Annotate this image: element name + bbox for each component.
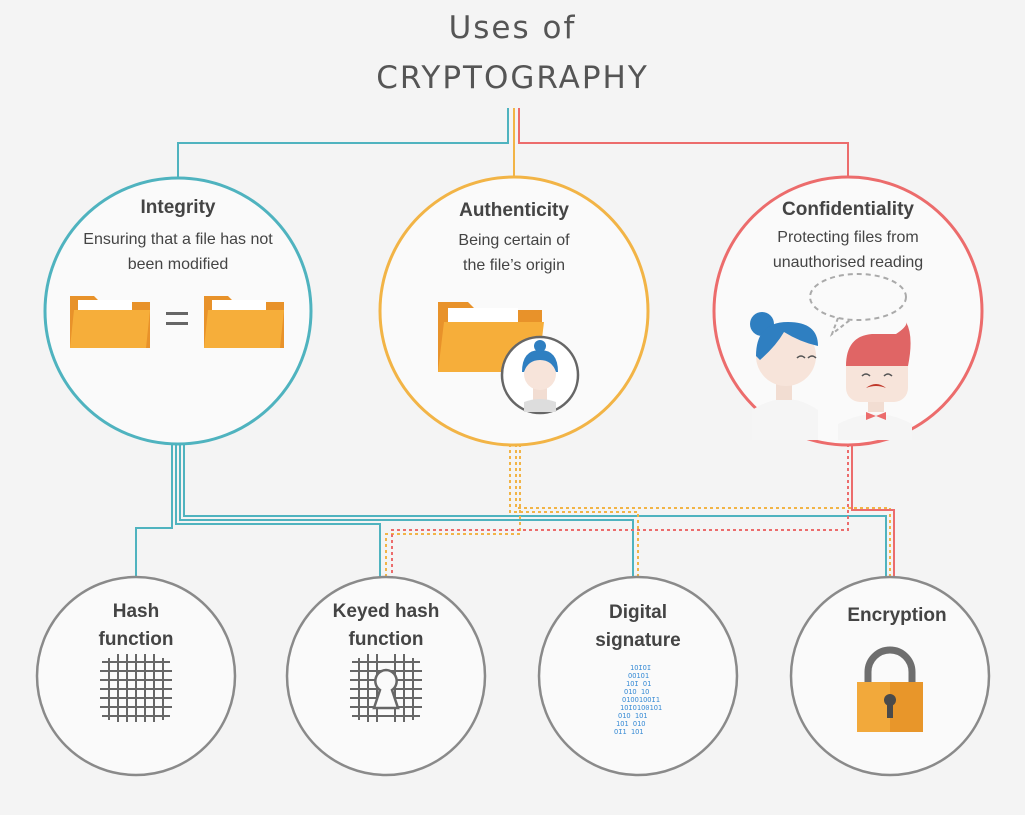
integrity-description-line: Ensuring that a file has not [83, 231, 273, 248]
two-people-talking-icon [750, 273, 912, 440]
hash-label-line: function [98, 629, 174, 650]
integrity-text: Integrity Ensuring that a file has not b… [58, 197, 298, 277]
connector-title-integrity [177, 108, 509, 178]
connector-authenticity-encryption [515, 444, 891, 578]
equal-folders-icon [70, 296, 284, 348]
connector-integrity-hash [135, 444, 173, 578]
svg-text:1OIO1O01O1: 1OIO1O01O1 [620, 704, 662, 712]
digital-signature-circle [537, 575, 739, 777]
folder-icon [204, 296, 284, 348]
svg-text:1OI O1: 1OI O1 [626, 680, 651, 688]
keyed-hash-label-line: function [348, 629, 424, 650]
hash-label-line: Hash [112, 601, 160, 622]
keyed-hash-label-line: Keyed hash [332, 601, 440, 622]
bottom-connectors [135, 444, 895, 578]
authenticity-description-line: Being certain of [458, 232, 570, 249]
confidentiality-description: Protecting files from unauthorised readi… [728, 225, 968, 275]
folder-icon [70, 296, 150, 348]
connector-integrity-encryption [183, 444, 887, 578]
integrity-description: Ensuring that a file has not been modifi… [58, 227, 298, 277]
connector-authenticity-signature [509, 444, 639, 578]
authenticity-description-line: the file’s origin [463, 257, 565, 274]
digital-signature-label-line: Digital [608, 602, 668, 623]
woman-icon [750, 312, 818, 440]
connector-integrity-signature [179, 444, 634, 578]
title-line-1: Uses of [448, 10, 577, 46]
padlock-icon [857, 646, 923, 732]
authenticity-description: Being certain of the file’s origin [394, 228, 634, 278]
svg-text:O1OO1OOI1: O1OO1OOI1 [622, 696, 660, 704]
digital-signature-label: Digital signature [568, 599, 708, 655]
confidentiality-heading: Confidentiality [782, 199, 914, 220]
svg-text:O1O 1O: O1O 1O [624, 688, 649, 696]
folder-with-owner-icon [438, 302, 580, 415]
svg-text:1O1 O1O: 1O1 O1O [616, 720, 646, 728]
encryption-label-line: Encryption [847, 605, 947, 626]
man-icon [838, 322, 912, 440]
connector-confidentiality-keyed [391, 444, 849, 578]
confidentiality-description-line: unauthorised reading [772, 254, 924, 271]
integrity-circle [43, 176, 313, 446]
grid-icon [100, 654, 172, 722]
authenticity-text: Authenticity Being certain of the file’s… [394, 200, 634, 278]
svg-text:OI1 1O1: OI1 1O1 [614, 728, 644, 736]
grid-keyhole-icon [350, 654, 422, 722]
svg-text:1OIOI: 1OIOI [630, 664, 651, 672]
owner-avatar-icon [500, 335, 580, 415]
binary-letter-a-icon: 1OIOI OO1O1 1OI O1 O1O 1O O1OO1OOI1 1OIO… [614, 664, 662, 736]
keyed-hash-label: Keyed hash function [316, 598, 456, 654]
title-line-2: CRYPTOGRAPHY [376, 60, 649, 96]
hash-label: Hash function [76, 598, 196, 654]
authenticity-heading: Authenticity [459, 200, 569, 221]
equals-sign-icon [166, 312, 188, 325]
connector-confidentiality-encryption [851, 444, 895, 578]
encryption-label: Encryption [820, 602, 974, 630]
title-connectors [177, 108, 849, 178]
thought-bubble-icon [809, 273, 907, 321]
integrity-heading: Integrity [140, 197, 216, 218]
connector-integrity-keyed [175, 444, 381, 578]
connector-authenticity-keyed [385, 444, 521, 578]
digital-signature-label-line: signature [595, 630, 681, 651]
confidentiality-description-line: Protecting files from [777, 229, 919, 246]
encryption-circle [789, 575, 991, 777]
svg-text:OO1O1: OO1O1 [628, 672, 649, 680]
confidentiality-text: Confidentiality Protecting files from un… [728, 199, 968, 275]
connector-title-confidentiality [518, 108, 849, 178]
integrity-description-line: been modified [127, 256, 229, 273]
svg-text:O1O 1O1: O1O 1O1 [618, 712, 648, 720]
